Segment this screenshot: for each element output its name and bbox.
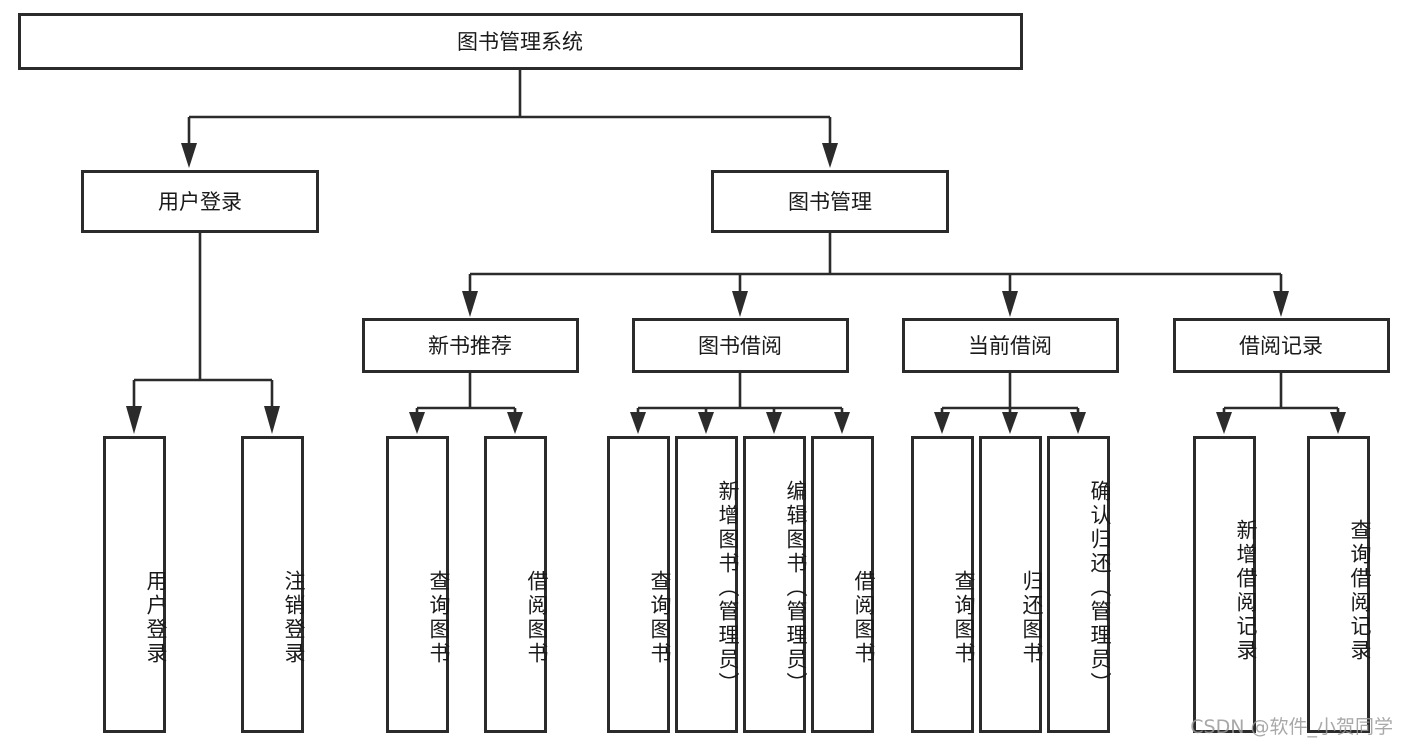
arrow-to-book-manage	[822, 143, 838, 168]
leaf-box-user-login-1[interactable]	[103, 436, 166, 733]
connector-newbook-to-leaves	[409, 371, 523, 434]
leaf-box-current-borrow-3[interactable]	[1047, 436, 1110, 733]
leaf-box-current-borrow-2[interactable]	[979, 436, 1042, 733]
arrow-to-borrow-record	[1273, 291, 1289, 317]
new-book-recommend-label: 新书推荐	[428, 334, 512, 358]
node-user-login[interactable]: 用户登录	[81, 170, 319, 233]
arrow-user-login-leaf-1	[126, 406, 142, 434]
arrow-borrow-record-leaf-1	[1216, 412, 1232, 434]
current-borrow-box[interactable]	[902, 318, 1119, 373]
arrow-current-borrow-leaf-2	[1002, 412, 1018, 434]
leaf-box-borrow-record-2[interactable]	[1307, 436, 1370, 733]
leaf-box-new-book-1[interactable]	[386, 436, 449, 733]
csdn-watermark: CSDN @软件_小贺同学	[1190, 716, 1393, 738]
arrow-borrow-record-leaf-2	[1330, 412, 1346, 434]
connector-currentborrow-to-leaves	[934, 371, 1086, 434]
arrow-user-login-leaf-2	[264, 406, 280, 434]
leaf-box-new-book-2[interactable]	[484, 436, 547, 733]
root-box[interactable]	[18, 13, 1023, 70]
connector-root-to-level2	[181, 68, 838, 168]
arrow-current-borrow-leaf-1	[934, 412, 950, 434]
arrow-to-new-book	[462, 291, 478, 317]
node-new-book-recommend[interactable]: 新书推荐	[362, 318, 579, 373]
leaf-box-book-borrow-1[interactable]	[607, 436, 670, 733]
connector-bookmanage-to-level3	[462, 231, 1289, 317]
arrow-book-borrow-leaf-3	[766, 412, 782, 434]
node-current-borrow[interactable]: 当前借阅	[902, 318, 1119, 373]
arrow-to-book-borrow	[732, 291, 748, 317]
arrow-book-borrow-leaf-2	[698, 412, 714, 434]
user-login-label: 用户登录	[158, 190, 242, 214]
arrow-to-user-login	[181, 143, 197, 168]
leaf-box-book-borrow-4[interactable]	[811, 436, 874, 733]
borrow-record-label: 借阅记录	[1239, 334, 1323, 358]
root-label: 图书管理系统	[457, 30, 583, 54]
arrow-new-book-leaf-1	[409, 412, 425, 434]
node-root[interactable]: 图书管理系统	[18, 13, 1023, 70]
current-borrow-label: 当前借阅	[968, 334, 1052, 358]
leaf-box-book-borrow-3[interactable]	[743, 436, 806, 733]
connector-bookborrow-to-leaves	[630, 371, 850, 434]
connector-borrowrecord-to-leaves	[1216, 371, 1346, 434]
leaf-box-borrow-record-1[interactable]	[1193, 436, 1256, 733]
book-borrow-box[interactable]	[632, 318, 849, 373]
node-book-manage[interactable]: 图书管理	[711, 170, 949, 233]
book-manage-label: 图书管理	[788, 190, 872, 214]
connector-userlogin-to-leaves	[126, 231, 280, 434]
node-book-borrow[interactable]: 图书借阅	[632, 318, 849, 373]
book-manage-box[interactable]	[711, 170, 949, 233]
arrow-current-borrow-leaf-3	[1070, 412, 1086, 434]
arrow-to-current-borrow	[1002, 291, 1018, 317]
arrow-new-book-leaf-2	[507, 412, 523, 434]
arrow-book-borrow-leaf-1	[630, 412, 646, 434]
node-borrow-record[interactable]: 借阅记录	[1173, 318, 1390, 373]
borrow-record-box[interactable]	[1173, 318, 1390, 373]
leaf-box-current-borrow-1[interactable]	[911, 436, 974, 733]
arrow-book-borrow-leaf-4	[834, 412, 850, 434]
leaf-box-user-login-2[interactable]	[241, 436, 304, 733]
new-book-recommend-box[interactable]	[362, 318, 579, 373]
leaf-box-book-borrow-2[interactable]	[675, 436, 738, 733]
book-borrow-label: 图书借阅	[698, 334, 782, 358]
